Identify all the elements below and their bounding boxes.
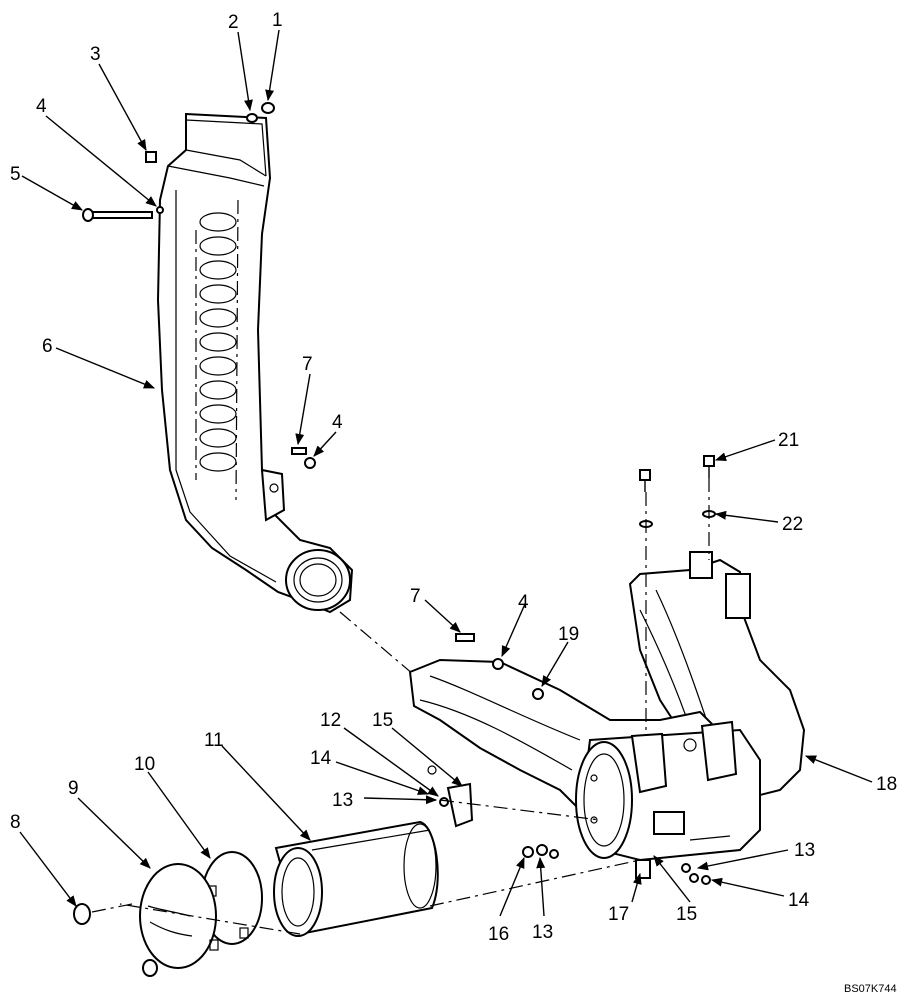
callout-14: 14 xyxy=(788,890,810,911)
callout-22: 22 xyxy=(782,514,803,535)
callout-10: 10 xyxy=(134,754,155,775)
callout-2: 2 xyxy=(228,12,239,33)
callout-5: 5 xyxy=(10,164,21,185)
hardware-nuts xyxy=(522,844,711,885)
callout-14: 14 xyxy=(310,748,332,769)
callout-13: 13 xyxy=(794,840,815,861)
callout-4: 4 xyxy=(518,592,529,613)
clamp-bracket xyxy=(427,765,474,828)
end-cover xyxy=(139,863,219,969)
callout-13: 13 xyxy=(332,790,353,811)
callout-17: 17 xyxy=(608,904,629,925)
callout-8: 8 xyxy=(10,812,21,833)
callout-7: 7 xyxy=(410,586,421,607)
callout-labels: 1 2 3 4 5 6 7 4 7 4 19 21 22 12 15 14 13… xyxy=(10,10,897,945)
callout-18: 18 xyxy=(876,774,897,795)
upper-hardware xyxy=(82,102,544,700)
filter-element xyxy=(273,820,439,937)
callout-21: 21 xyxy=(778,430,799,451)
cover-screw xyxy=(73,903,158,977)
callout-19: 19 xyxy=(558,624,579,645)
callout-4: 4 xyxy=(36,96,47,117)
callout-3: 3 xyxy=(90,44,101,65)
callout-15: 15 xyxy=(676,904,697,925)
callout-6: 6 xyxy=(42,336,53,357)
callout-1: 1 xyxy=(272,10,283,31)
callout-11: 11 xyxy=(204,730,224,751)
callout-7: 7 xyxy=(302,354,313,375)
leader-lines xyxy=(19,29,873,917)
callout-16: 16 xyxy=(488,924,509,945)
callout-13: 13 xyxy=(532,922,553,943)
callout-4: 4 xyxy=(332,412,343,433)
callout-15: 15 xyxy=(372,710,393,731)
upper-air-duct xyxy=(156,112,354,614)
callout-9: 9 xyxy=(68,778,79,799)
lower-housing xyxy=(408,551,806,879)
callout-12: 12 xyxy=(320,710,341,731)
drawing-code: BS07K744 xyxy=(844,983,897,995)
